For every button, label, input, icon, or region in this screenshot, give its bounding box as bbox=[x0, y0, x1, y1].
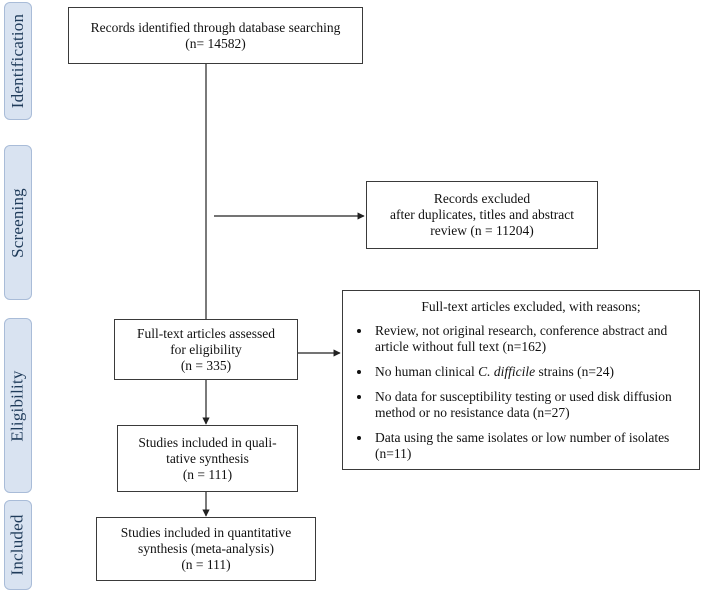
box-line: (n= 14582) bbox=[185, 35, 246, 51]
phase-identification: Identification bbox=[4, 2, 32, 120]
reason-item: No human clinical C. difficile strains (… bbox=[353, 364, 689, 380]
box-line: (n = 335) bbox=[180, 357, 232, 373]
reason-line: No data for susceptibility testing or us… bbox=[375, 389, 672, 404]
reason-line: method or no resistance data (n=27) bbox=[375, 405, 570, 420]
box-records-excluded: Records excluded after duplicates, title… bbox=[366, 181, 598, 249]
box-line: tative synthesis bbox=[166, 450, 249, 466]
box-fulltext-excluded: Full-text articles excluded, with reason… bbox=[342, 290, 700, 470]
reason-item: Data using the same isolates or low numb… bbox=[353, 430, 689, 462]
reason-line: Data using the same isolates or low numb… bbox=[375, 430, 670, 445]
box-line: Records excluded bbox=[433, 191, 531, 206]
box-line: Full-text articles assessed bbox=[137, 325, 275, 341]
phase-included: Included bbox=[4, 500, 32, 590]
reason-text: strains (n=24) bbox=[535, 364, 614, 379]
box-quantitative-synthesis: Studies included in quantitative synthes… bbox=[96, 517, 316, 581]
box-line: Records identified through database sear… bbox=[90, 19, 341, 35]
box-line: for eligibility bbox=[170, 341, 242, 357]
box-line: after duplicates, titles and abstract bbox=[389, 207, 575, 222]
box-line: (n = 111) bbox=[182, 466, 233, 482]
excluded-reasons-list: Review, not original research, conferenc… bbox=[353, 323, 689, 462]
phase-eligibility: Eligibility bbox=[4, 318, 32, 493]
excluded-title: Full-text articles excluded, with reason… bbox=[421, 299, 641, 314]
species-name: C. difficile bbox=[478, 364, 536, 379]
reason-line: article without full text (n=162) bbox=[375, 339, 547, 354]
box-line: review (n = 11204) bbox=[430, 223, 534, 238]
box-line: (n = 111) bbox=[181, 557, 231, 572]
box-records-identified: Records identified through database sear… bbox=[68, 7, 363, 64]
reason-line: Review, not original research, conferenc… bbox=[375, 323, 668, 338]
box-qualitative-synthesis: Studies included in quali- tative synthe… bbox=[117, 425, 298, 492]
box-line: synthesis (meta-analysis) bbox=[137, 541, 275, 556]
reason-text: No human clinical bbox=[375, 364, 479, 379]
box-line: Studies included in quali- bbox=[138, 434, 277, 450]
box-line: Studies included in quantitative bbox=[120, 525, 292, 540]
box-fulltext-assessed: Full-text articles assessed for eligibil… bbox=[114, 319, 298, 380]
phase-screening: Screening bbox=[4, 145, 32, 300]
reason-item: Review, not original research, conferenc… bbox=[353, 323, 689, 355]
reason-item: No data for susceptibility testing or us… bbox=[353, 389, 689, 421]
reason-line: (n=11) bbox=[375, 446, 412, 461]
